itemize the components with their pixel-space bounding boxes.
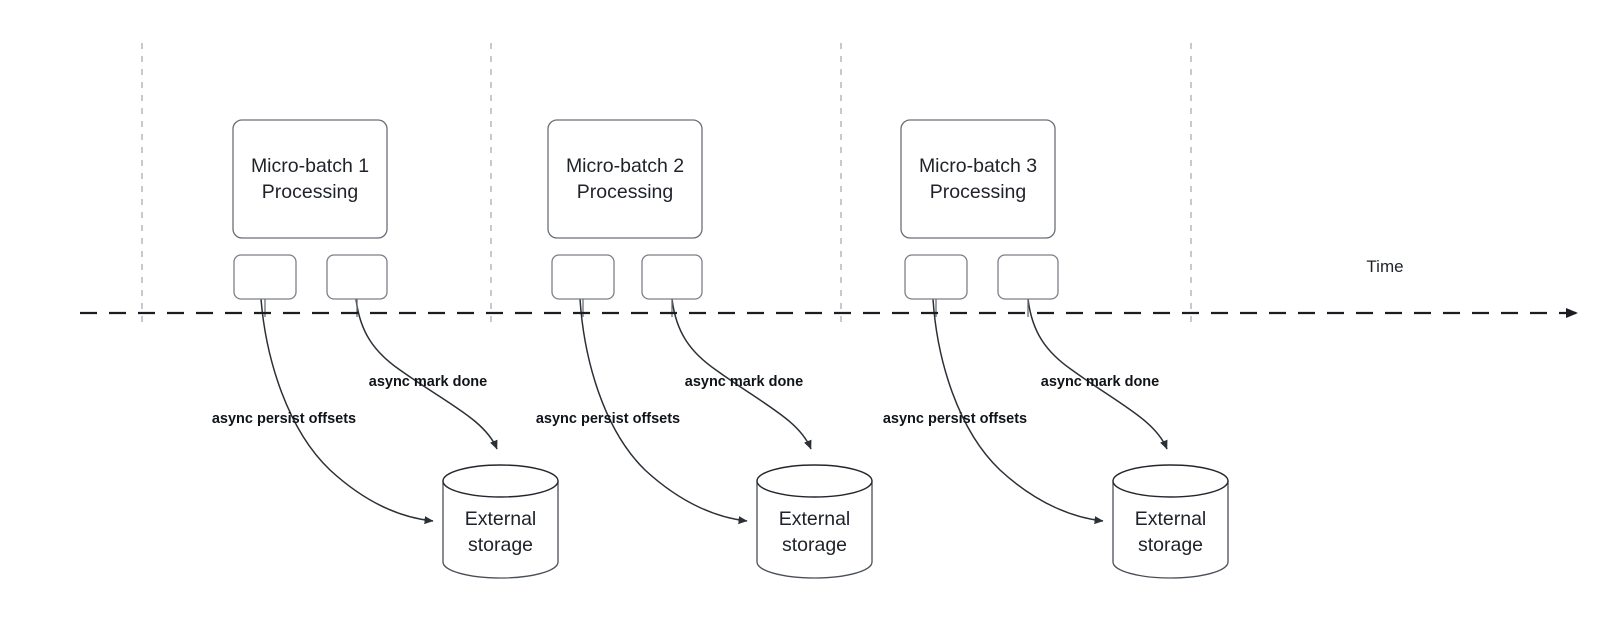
edge-label-persist-offsets-2: async persist offsets: [536, 411, 680, 427]
time-axis: Time: [80, 257, 1578, 318]
task-box-mark-task-1[interactable]: [326, 254, 388, 300]
edge-label-mark-done-1: async mark done: [369, 374, 487, 390]
microbatch-label-line1-2: Micro-batch 2: [566, 155, 684, 177]
storage-cylinder-body-3[interactable]: [1112, 480, 1229, 579]
edge-labels: async persist offsets async mark done asyn…: [212, 374, 1159, 427]
storage-cylinder-top-1: [442, 464, 559, 498]
flow-edge-persist-offsets-3: [932, 298, 1104, 525]
edge-label-mark-done-2: async mark done: [685, 374, 803, 390]
microbatch-box-3[interactable]: [900, 119, 1056, 239]
storage-cylinder-top-3: [1112, 464, 1229, 498]
storage-label-line1-2: External: [779, 508, 851, 530]
microbatch-label-line2-1: Processing: [262, 181, 358, 203]
task-box-persist-task-2[interactable]: [551, 254, 615, 300]
storage-label-line1-3: External: [1135, 508, 1207, 530]
microbatch-label-line2-2: Processing: [577, 181, 673, 203]
task-box-mark-task-2[interactable]: [641, 254, 703, 300]
storage-cylinder-body-1[interactable]: [442, 480, 559, 579]
task-box-persist-task-1[interactable]: [233, 254, 297, 300]
flow-edge-persist-offsets-1: [260, 298, 434, 525]
microbatch-label-line1-3: Micro-batch 3: [919, 155, 1037, 177]
flow-edge-mark-done-1: [355, 298, 498, 450]
flow-edge-mark-done-3: [1027, 298, 1168, 450]
flow-edge-mark-done-2: [671, 298, 812, 450]
storage-label-line2-2: storage: [782, 534, 847, 556]
flow-edge-persist-offsets-2: [579, 298, 748, 525]
microbatch-label-line1-1: Micro-batch 1: [251, 155, 369, 177]
storage-cylinder-top-2: [756, 464, 873, 498]
task-box-persist-task-3[interactable]: [904, 254, 968, 300]
flow-edges: [260, 298, 1168, 525]
edge-label-persist-offsets-1: async persist offsets: [212, 411, 356, 427]
edge-label-persist-offsets-3: async persist offsets: [883, 411, 1027, 427]
storage-label-line2-3: storage: [1138, 534, 1203, 556]
microbatch-label-line2-3: Processing: [930, 181, 1026, 203]
storage-cylinder-body-2[interactable]: [756, 480, 873, 579]
microbatch-box-1[interactable]: [232, 119, 388, 239]
edge-label-mark-done-3: async mark done: [1041, 374, 1159, 390]
storage-label-line1-1: External: [465, 508, 537, 530]
time-axis-label: Time: [1366, 257, 1403, 276]
storage-label-line2-1: storage: [468, 534, 533, 556]
task-box-mark-task-3[interactable]: [997, 254, 1059, 300]
microbatch-box-2[interactable]: [547, 119, 703, 239]
